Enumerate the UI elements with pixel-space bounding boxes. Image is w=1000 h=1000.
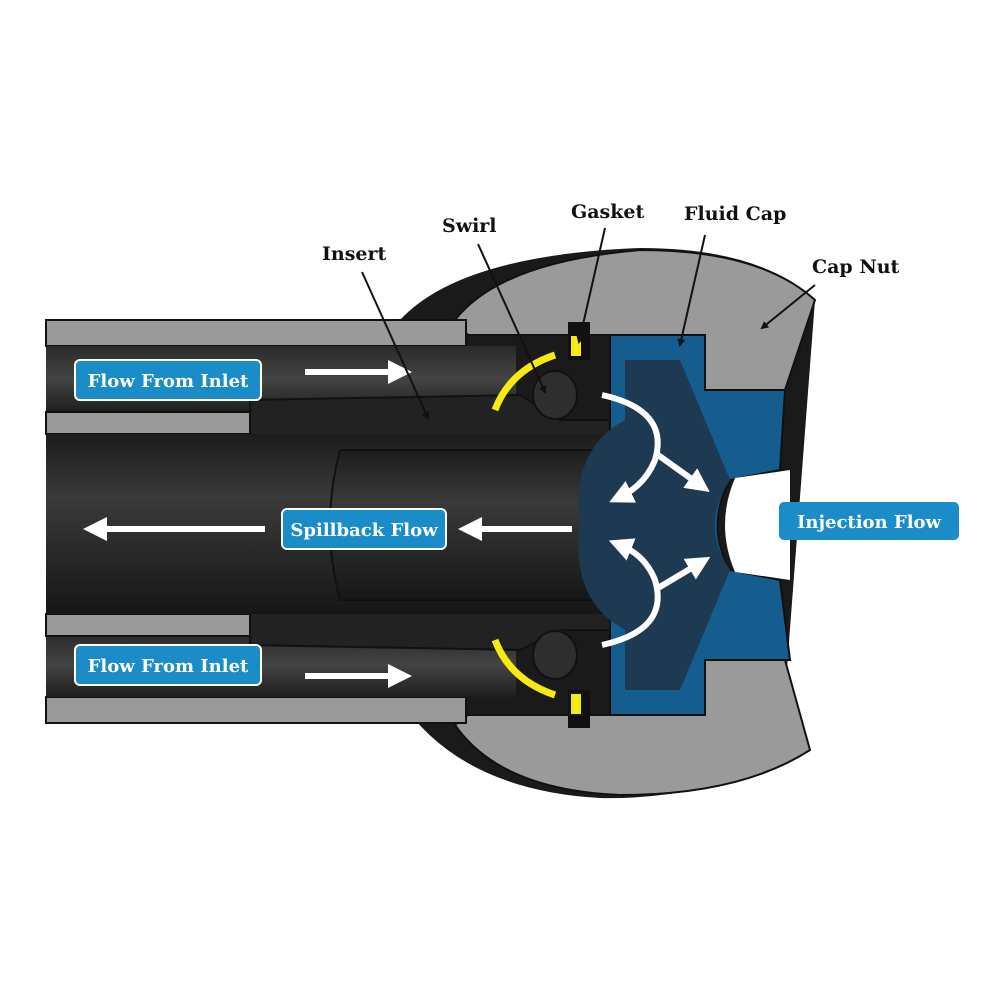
- gasket-top-yellow: [571, 336, 581, 356]
- arrow-swirl-bottom-out: [656, 556, 711, 591]
- label-fluid-cap: Fluid Cap: [684, 203, 786, 225]
- label-cap-nut: Cap Nut: [812, 256, 900, 278]
- cap-nut-lower: [453, 659, 812, 797]
- tag-injection: Injection Flow: [779, 502, 959, 540]
- outer-pipe-top: [45, 319, 467, 347]
- swirl-element-top: [532, 370, 578, 420]
- arrow-swirl-bottom-in: [601, 538, 661, 648]
- orifice: [725, 470, 790, 580]
- yellow-seal-top: [491, 351, 557, 412]
- svg-text:Flow From Inlet: Flow From Inlet: [88, 371, 249, 392]
- label-gasket: Gasket: [571, 201, 644, 223]
- leader-insert: [361, 271, 430, 420]
- arrow-swirl-top-in: [601, 392, 661, 503]
- swirl-chamber: [578, 360, 730, 690]
- swirl-element-bottom: [532, 630, 578, 680]
- svg-text:Spillback Flow: Spillback Flow: [290, 520, 438, 541]
- svg-text:Injection Flow: Injection Flow: [797, 512, 942, 533]
- flow-arrows: [83, 360, 711, 688]
- svg-text:Flow From Inlet: Flow From Inlet: [88, 656, 249, 677]
- cap-nut: [453, 248, 817, 391]
- tag-spillback: Spillback Flow: [281, 508, 447, 550]
- yellow-seal-bottom: [491, 638, 557, 699]
- arrow-swirl-top-out: [656, 452, 710, 492]
- leader-swirl: [477, 243, 547, 394]
- leader-cap-nut: [760, 284, 816, 330]
- leader-fluid-cap: [677, 234, 706, 347]
- outer-pipe-bottom: [45, 696, 467, 724]
- label-swirl: Swirl: [442, 215, 497, 237]
- tag-inlet-bottom: Flow From Inlet: [74, 644, 262, 686]
- label-insert: Insert: [322, 243, 386, 265]
- gasket-bottom-yellow: [571, 694, 581, 714]
- leader-gasket: [576, 227, 606, 344]
- tag-inlet-top: Flow From Inlet: [74, 359, 262, 401]
